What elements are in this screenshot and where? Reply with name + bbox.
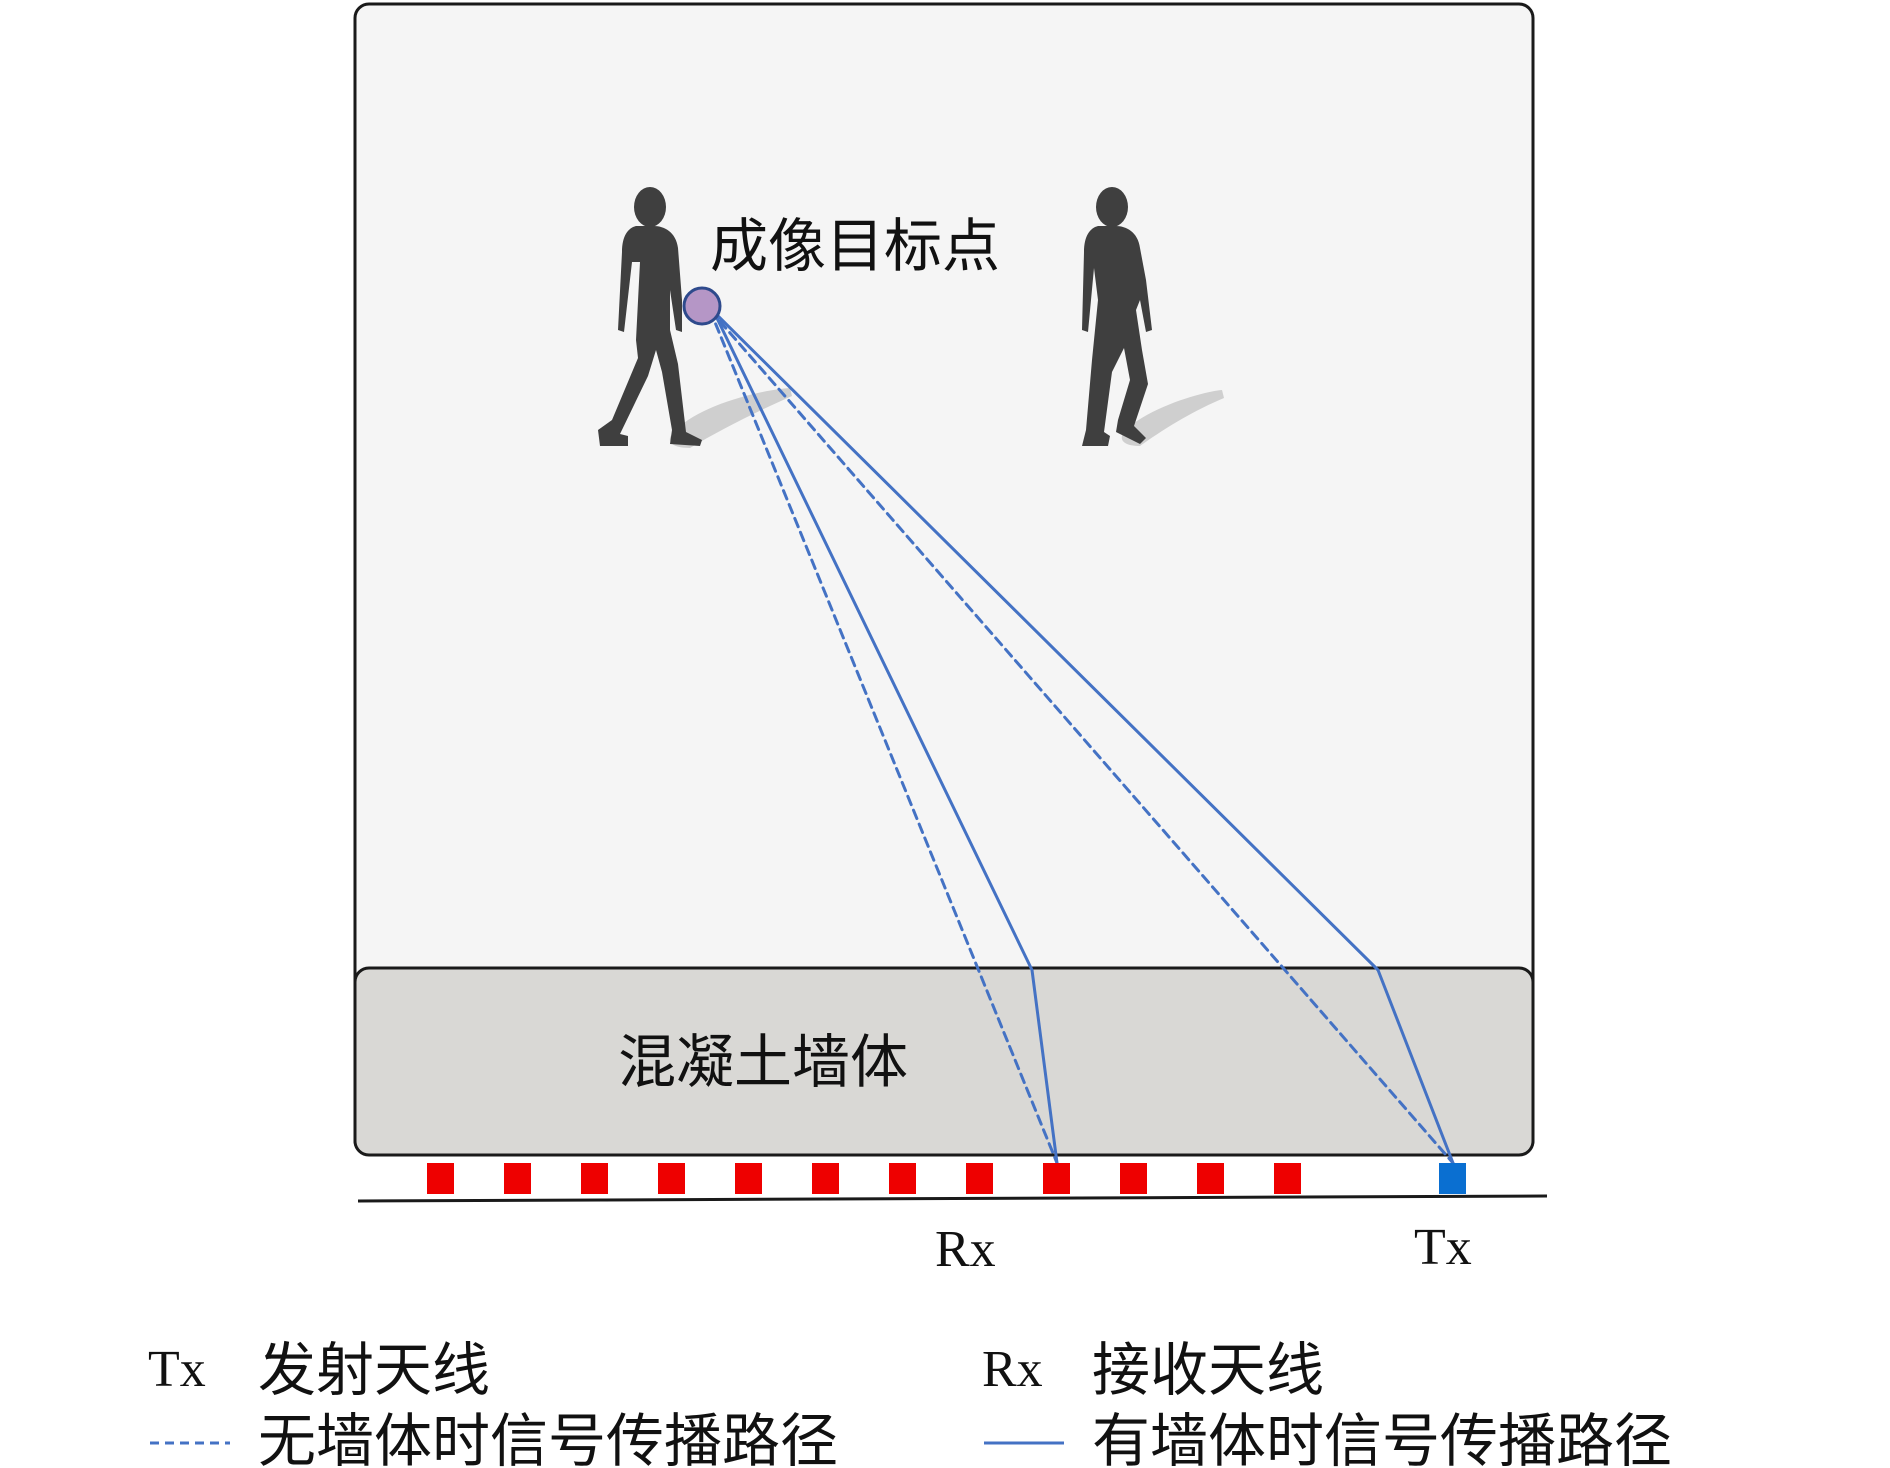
walking-person-icon	[598, 187, 702, 446]
rx-antenna	[812, 1163, 839, 1194]
wall-path-to-tx	[712, 310, 1455, 1165]
rx-antenna	[427, 1163, 454, 1194]
rx-antenna	[581, 1163, 608, 1194]
tx-label: Tx	[1414, 1219, 1472, 1276]
wall-path-to-rx	[712, 310, 1059, 1165]
antenna-baseline	[357, 1194, 1548, 1203]
rx-antenna	[658, 1163, 685, 1194]
wall-label: 混凝土墙体	[618, 1028, 908, 1096]
antenna-array	[427, 1163, 1466, 1194]
rx-antenna	[504, 1163, 531, 1194]
legend-tx-desc: 发射天线	[258, 1336, 490, 1404]
rx-label: Rx	[935, 1221, 996, 1278]
legend-with-wall: 有墙体时信号传播路径	[1092, 1407, 1672, 1468]
rx-antenna	[1120, 1163, 1147, 1194]
signal-paths	[708, 308, 1455, 1165]
rx-antenna	[966, 1163, 993, 1194]
no-wall-path-to-rx	[708, 308, 1059, 1165]
person-shadow-right	[1121, 390, 1224, 446]
concrete-wall	[353, 966, 1535, 1157]
person-shadow-left	[669, 388, 792, 448]
legend-rx-abbr: Rx	[982, 1341, 1043, 1398]
legend-tx-abbr: Tx	[148, 1341, 206, 1398]
rx-antenna	[735, 1163, 762, 1194]
target-label: 成像目标点	[710, 212, 1000, 280]
rx-antenna-active	[1043, 1163, 1070, 1194]
no-wall-path-to-tx	[708, 308, 1455, 1165]
walking-person-icon	[1082, 187, 1152, 446]
legend-rx-desc: 接收天线	[1092, 1336, 1324, 1404]
tx-antenna	[1439, 1163, 1466, 1194]
legend: Tx 发射天线 Rx 接收天线 无墙体时信号传播路径 有墙体时信号传播路径	[148, 1336, 1672, 1468]
legend-no-wall: 无墙体时信号传播路径	[258, 1407, 838, 1468]
rx-antenna	[1197, 1163, 1224, 1194]
rx-antenna	[889, 1163, 916, 1194]
rx-antenna	[1274, 1163, 1301, 1194]
imaging-target-point	[682, 286, 722, 326]
